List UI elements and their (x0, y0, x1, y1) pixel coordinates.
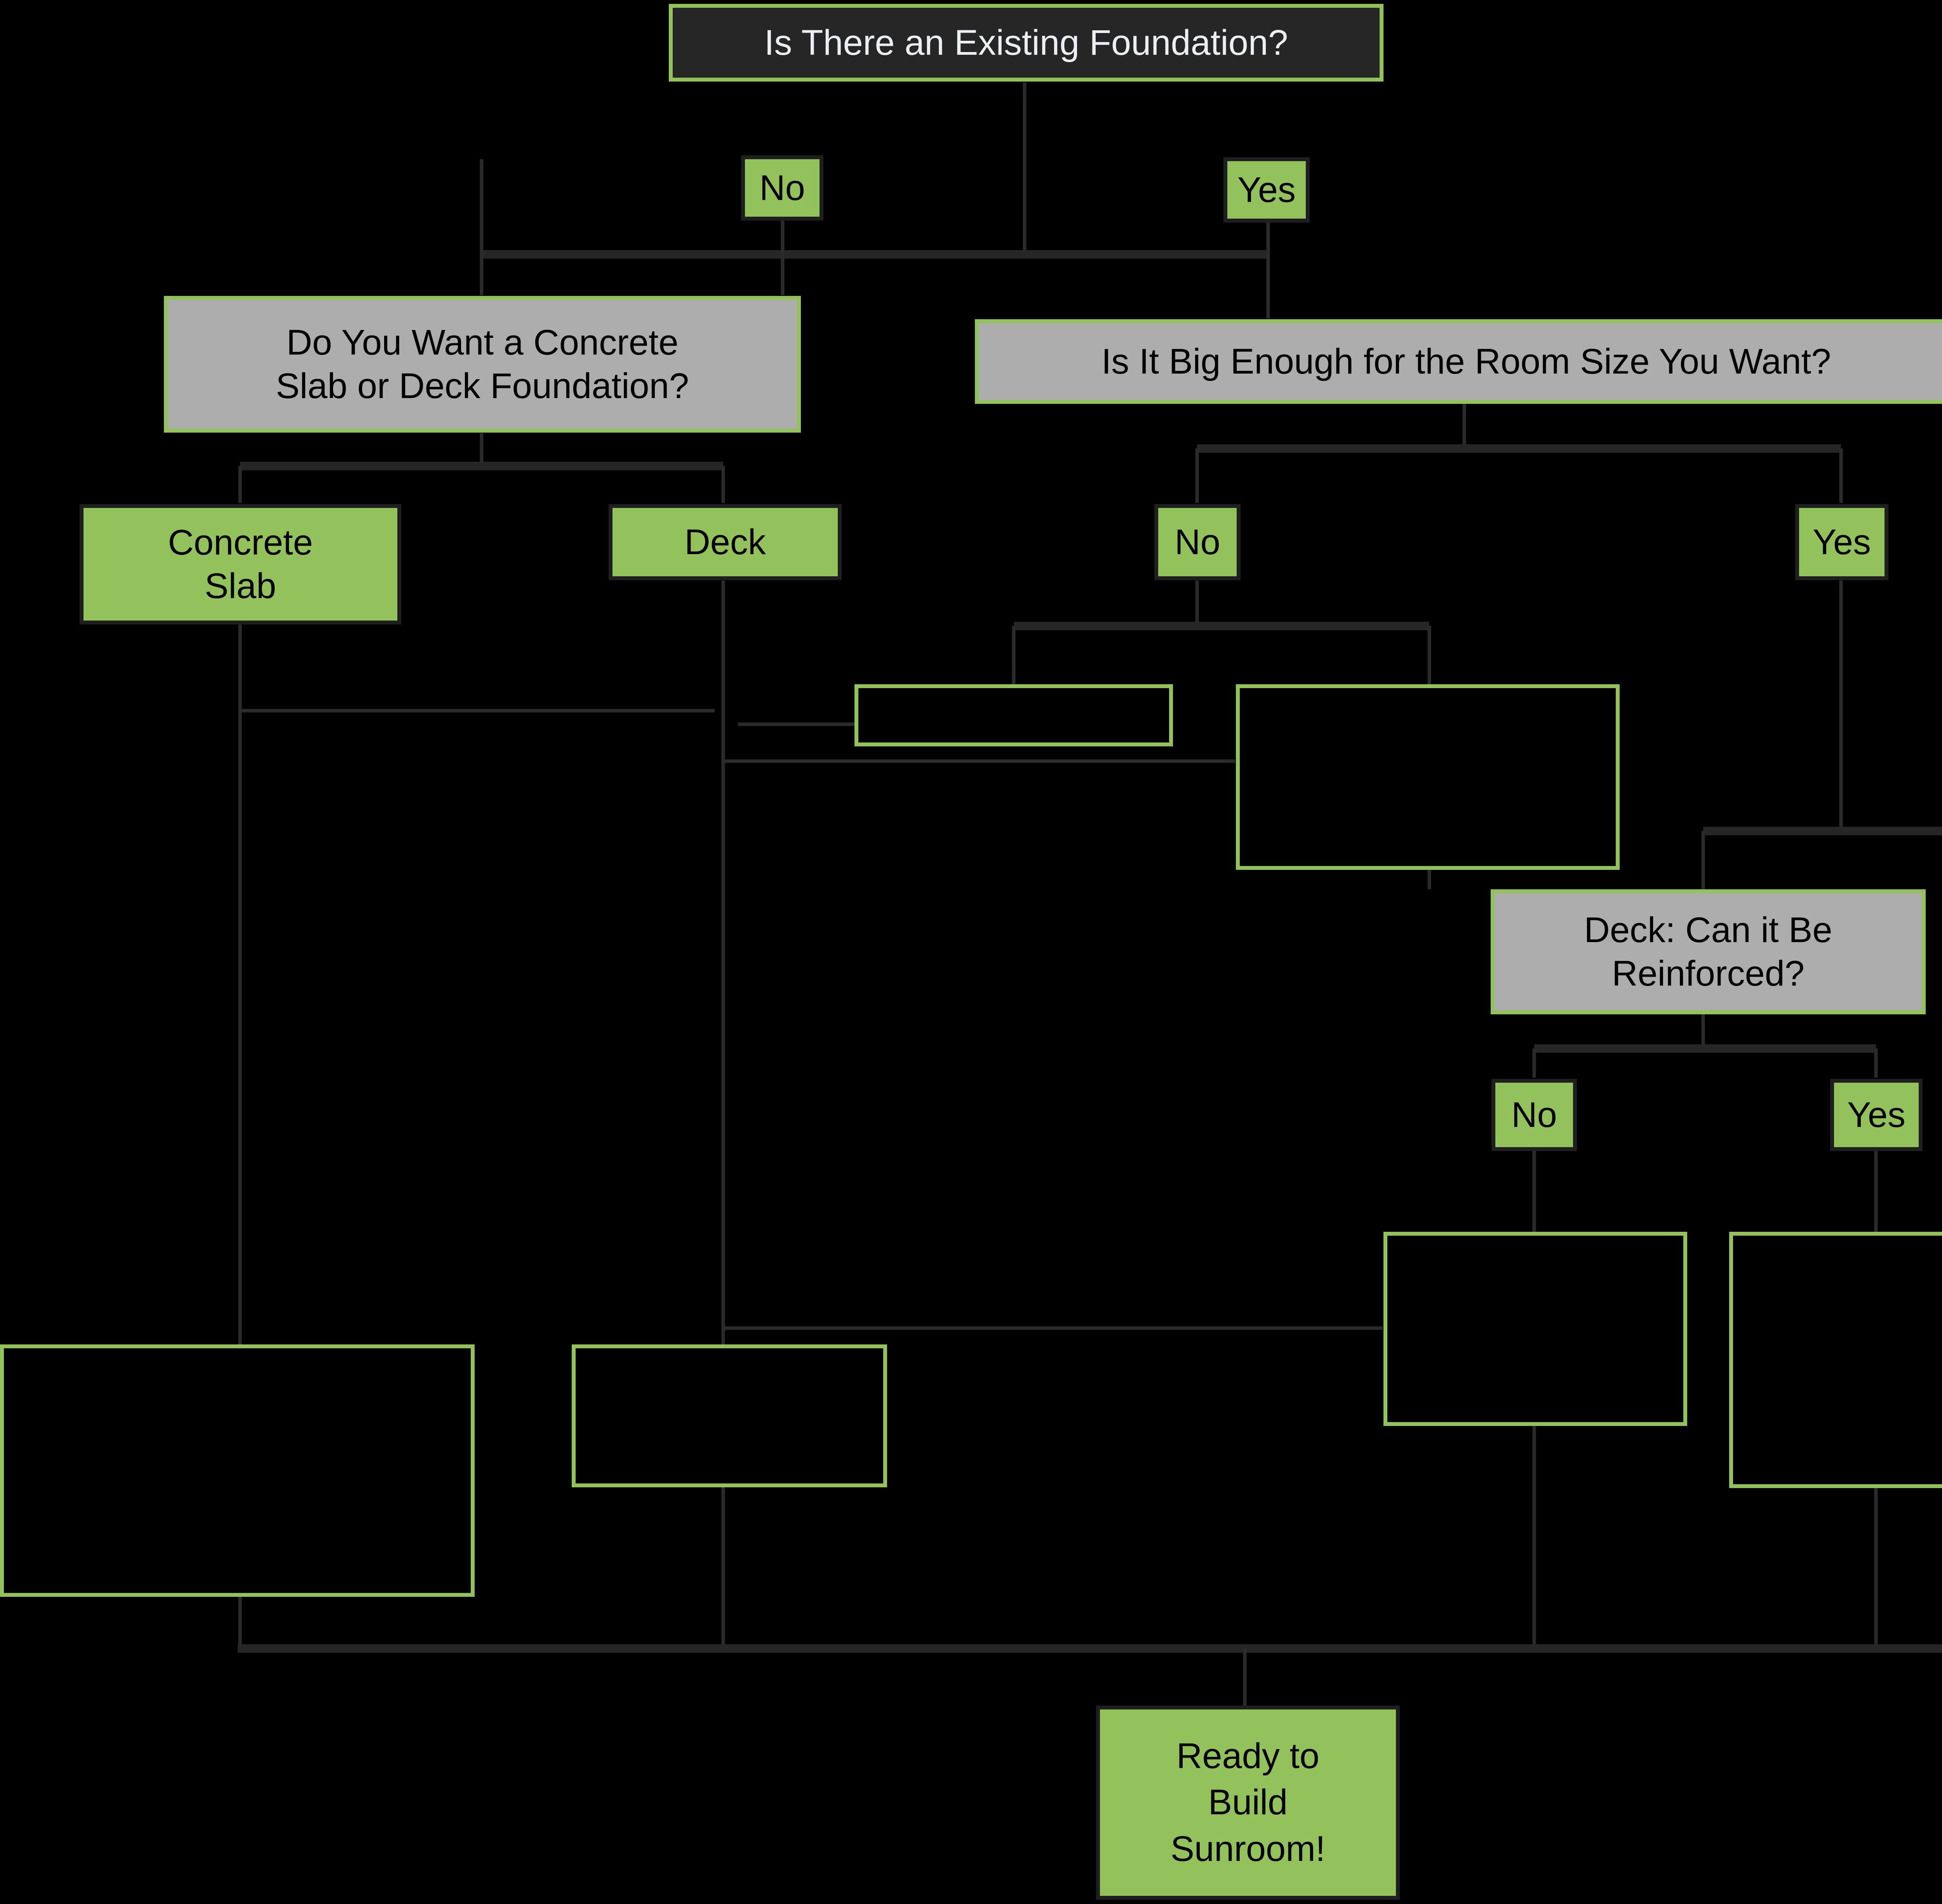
node-blank-f[interactable] (0, 1344, 475, 1597)
node-blank-c[interactable] (1383, 1232, 1687, 1426)
node-root-answer-no[interactable]: No (741, 155, 823, 221)
node-question-big-enough[interactable]: Is It Big Enough for the Room Size You W… (975, 319, 1942, 404)
node-answer-big-yes[interactable]: Yes (1795, 504, 1888, 580)
node-answer-big-no[interactable]: No (1154, 504, 1241, 580)
node-root-answer-yes[interactable]: Yes (1223, 157, 1310, 223)
node-answer-deck[interactable]: Deck (609, 504, 842, 580)
node-blank-g[interactable] (572, 1344, 887, 1487)
node-answer-deck-yes[interactable]: Yes (1830, 1079, 1923, 1151)
node-blank-b[interactable] (1236, 684, 1620, 870)
node-question-deck-reinforced[interactable]: Deck: Can it Be Reinforced? (1491, 889, 1926, 1014)
node-root-question[interactable]: Is There an Existing Foundation? (669, 4, 1383, 82)
node-answer-concrete-slab[interactable]: Concrete Slab (80, 504, 401, 624)
node-blank-a[interactable] (854, 684, 1173, 746)
node-blank-d[interactable] (1729, 1232, 1942, 1488)
node-question-slab-or-deck[interactable]: Do You Want a Concrete Slab or Deck Foun… (164, 296, 801, 433)
node-answer-deck-no[interactable]: No (1491, 1079, 1577, 1151)
node-terminal-ready-to-build[interactable]: Ready to Build Sunroom! (1096, 1706, 1400, 1900)
